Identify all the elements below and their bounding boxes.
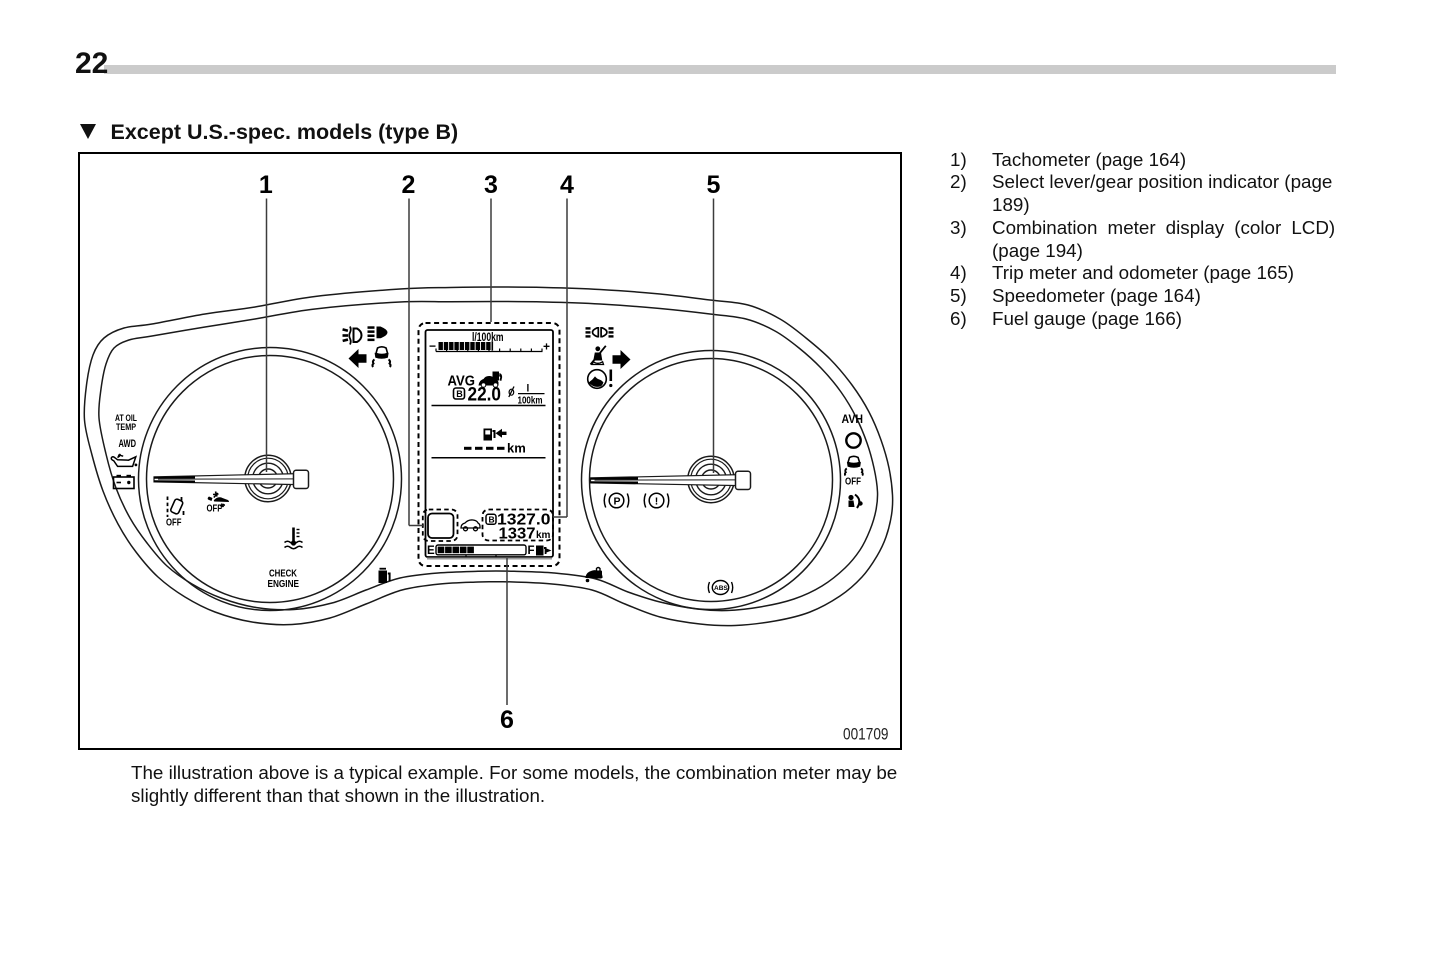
svg-text:6: 6: [500, 706, 514, 734]
svg-text:1337: 1337: [499, 526, 536, 543]
svg-text:TEMP: TEMP: [116, 422, 137, 433]
svg-text:−: −: [429, 339, 436, 353]
svg-text:B: B: [456, 389, 463, 399]
svg-text:!: !: [655, 496, 659, 508]
svg-text:5: 5: [707, 171, 721, 199]
svg-text:100km: 100km: [518, 396, 543, 407]
svg-text:22.0: 22.0: [468, 385, 502, 406]
svg-text:km: km: [536, 530, 551, 541]
svg-text:B: B: [489, 515, 495, 525]
svg-text:3: 3: [484, 171, 498, 199]
svg-text:l/100km: l/100km: [472, 332, 504, 344]
svg-text:AVH: AVH: [842, 412, 864, 426]
svg-text:OFF: OFF: [845, 476, 861, 488]
svg-text:AVG: AVG: [448, 374, 476, 390]
svg-text:E: E: [427, 545, 435, 557]
svg-text:OFF: OFF: [166, 517, 182, 529]
svg-text:km: km: [507, 441, 526, 456]
svg-text:CHECK: CHECK: [269, 568, 297, 580]
svg-text:ABS: ABS: [714, 585, 728, 592]
svg-text:OFF: OFF: [207, 503, 223, 515]
svg-text:001709: 001709: [843, 725, 889, 744]
svg-text:1327.0: 1327.0: [497, 512, 551, 529]
svg-text:1: 1: [259, 171, 273, 199]
svg-text:l: l: [527, 384, 530, 395]
svg-text:AWD: AWD: [119, 438, 137, 450]
svg-text:F: F: [528, 545, 535, 557]
svg-text:ENGINE: ENGINE: [268, 578, 300, 590]
svg-text:+: +: [543, 340, 550, 354]
svg-text:2: 2: [402, 171, 416, 199]
svg-text:P: P: [614, 496, 621, 508]
svg-text:4: 4: [560, 171, 574, 199]
svg-text:AT OIL: AT OIL: [115, 413, 137, 424]
